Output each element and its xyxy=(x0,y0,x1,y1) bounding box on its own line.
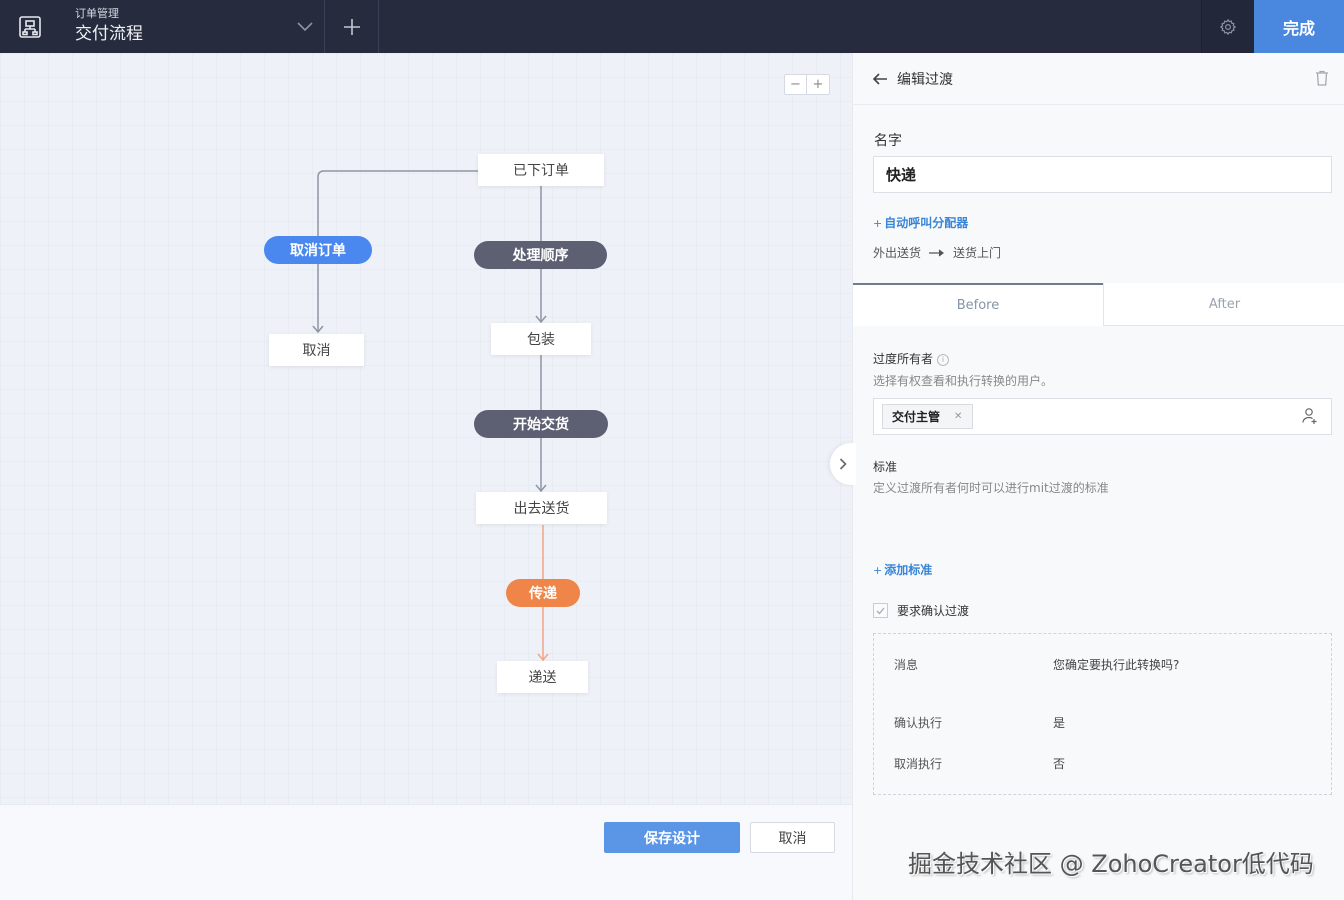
state-node-cancelled[interactable]: 取消 xyxy=(269,334,364,366)
transition-deliver[interactable]: 传递 xyxy=(506,579,580,607)
path-to: 送货上门 xyxy=(953,246,1002,260)
workflow-canvas[interactable]: − + 已下订单 取消 包装 出去送货 递送 取消订单 处理顺序 开始交货 传递 xyxy=(0,53,852,804)
edit-transition-panel: 编辑过渡 名字 +自动呼叫分配器 外出送货 送货上门 Before After … xyxy=(852,53,1344,900)
trash-icon[interactable] xyxy=(1313,69,1331,87)
page-title: 交付流程 xyxy=(75,24,143,44)
connector-lines xyxy=(312,170,549,662)
transition-start-delivery[interactable]: 开始交货 xyxy=(474,410,608,438)
panel-title: 编辑过渡 xyxy=(897,72,953,88)
cancel-button[interactable]: 取消 xyxy=(750,822,835,853)
title-block: 订单管理 交付流程 xyxy=(75,7,143,46)
zoom-controls: − + xyxy=(784,74,830,95)
canvas-footer: 保存设计 取消 xyxy=(0,804,852,900)
add-criteria-link[interactable]: +添加标准 xyxy=(873,561,932,578)
owner-chip: 交付主管 ✕ xyxy=(882,404,974,429)
criteria-description: 定义过渡所有者何时可以进行mit过渡的标准 xyxy=(873,481,1109,495)
owner-chip-label: 交付主管 xyxy=(892,410,941,424)
transition-cancel-order[interactable]: 取消订单 xyxy=(264,236,372,264)
name-label: 名字 xyxy=(874,133,902,149)
chevron-down-icon xyxy=(296,21,313,31)
workflow-icon[interactable] xyxy=(18,15,42,39)
plus-icon xyxy=(344,18,360,35)
state-node-packing[interactable]: 包装 xyxy=(491,323,591,355)
state-node-delivered[interactable]: 递送 xyxy=(497,661,588,693)
confirm-row-yes: 确认执行 是 xyxy=(894,714,1065,731)
state-node-out-for-delivery[interactable]: 出去送货 xyxy=(476,492,607,524)
message-value[interactable]: 您确定要执行此转换吗? xyxy=(1053,658,1180,672)
arrow-right-icon xyxy=(929,249,945,256)
auto-assign-link[interactable]: +自动呼叫分配器 xyxy=(873,214,968,231)
confirm-key: 确认执行 xyxy=(894,716,943,730)
confirm-row-no: 取消执行 否 xyxy=(894,755,1065,772)
done-button[interactable]: 完成 xyxy=(1254,0,1344,53)
add-workflow-button[interactable] xyxy=(326,0,379,53)
transition-path: 外出送货 送货上门 xyxy=(873,244,1001,261)
auto-assign-label: 自动呼叫分配器 xyxy=(884,216,969,230)
plus-icon: + xyxy=(873,564,883,577)
breadcrumb[interactable]: 订单管理 xyxy=(75,7,119,20)
require-confirmation-checkbox[interactable] xyxy=(873,603,888,618)
tab-before[interactable]: Before xyxy=(853,283,1103,326)
panel-header: 编辑过渡 xyxy=(853,53,1344,105)
chevron-right-icon xyxy=(839,458,847,470)
require-confirmation-label: 要求确认过渡 xyxy=(897,604,970,618)
watermark: 掘金技术社区 @ ZohoCreator低代码 xyxy=(908,850,1314,878)
require-confirmation-row: 要求确认过渡 xyxy=(873,602,969,619)
save-design-button[interactable]: 保存设计 xyxy=(604,822,740,853)
back-arrow-icon[interactable] xyxy=(871,70,889,88)
add-criteria-label: 添加标准 xyxy=(884,563,933,577)
gear-icon xyxy=(1219,18,1237,35)
info-icon[interactable]: i xyxy=(937,353,950,366)
confirm-row-message: 消息 您确定要执行此转换吗? xyxy=(894,656,1179,673)
confirmation-settings: 消息 您确定要执行此转换吗? 确认执行 是 取消执行 否 xyxy=(873,633,1332,795)
remove-chip-icon[interactable]: ✕ xyxy=(954,411,963,422)
path-from: 外出送货 xyxy=(873,246,922,260)
owner-title-text: 过度所有者 xyxy=(873,352,934,366)
message-key: 消息 xyxy=(894,658,919,672)
cancel-key: 取消执行 xyxy=(894,757,943,771)
state-node-placed[interactable]: 已下订单 xyxy=(478,154,604,186)
transition-name-input[interactable] xyxy=(873,156,1332,193)
criteria-title: 标准 xyxy=(873,460,898,474)
cancel-value[interactable]: 否 xyxy=(1053,757,1066,771)
settings-button[interactable] xyxy=(1201,0,1254,53)
check-icon xyxy=(876,607,885,614)
owner-picker[interactable]: 交付主管 ✕ xyxy=(873,398,1332,435)
plus-icon: + xyxy=(873,217,883,230)
top-bar: 订单管理 交付流程 完成 xyxy=(0,0,1344,53)
add-user-icon[interactable] xyxy=(1301,407,1319,425)
before-after-tabs: Before After xyxy=(853,283,1344,326)
owner-description: 选择有权查看和执行转换的用户。 xyxy=(873,374,1054,388)
zoom-out-button[interactable]: − xyxy=(785,75,807,94)
tab-after[interactable]: After xyxy=(1103,283,1344,326)
workflow-dropdown-button[interactable] xyxy=(285,0,325,53)
zoom-in-button[interactable]: + xyxy=(812,77,824,92)
transition-process-order[interactable]: 处理顺序 xyxy=(474,241,607,269)
confirm-value[interactable]: 是 xyxy=(1053,716,1066,730)
